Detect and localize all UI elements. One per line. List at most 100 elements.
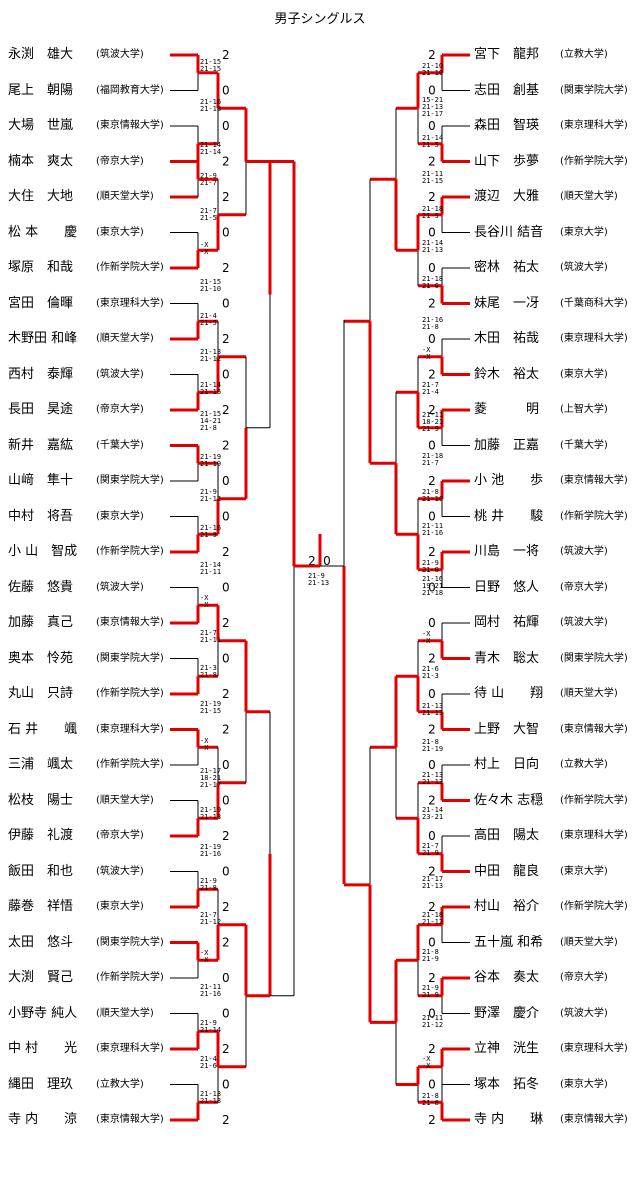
right-player-name: 谷本 奏太: [474, 970, 540, 985]
right-game-score: 21-13: [422, 771, 443, 779]
left-row-score: 0: [222, 865, 230, 879]
left-row-score: 2: [222, 332, 230, 346]
left-player-name: 宮田 倫暉: [8, 295, 74, 311]
page-title: 男子シングルス: [274, 12, 366, 27]
right-game-score: 21-16: [422, 575, 443, 583]
left-game-score: 21-13: [200, 1090, 221, 1098]
right-player-name: 高田 陽太: [474, 828, 540, 843]
right-game-score: 21-11: [422, 170, 443, 178]
right-player-name: 密林 祐太: [474, 260, 540, 275]
right-player-university: (順天堂大学): [560, 936, 618, 948]
right-game-score: 21-19: [422, 745, 443, 753]
left-player-name: 新井 嘉紘: [8, 437, 74, 453]
right-player-name: 五十嵐 和希: [474, 934, 544, 950]
left-game-score: 21-19: [200, 700, 221, 708]
left-game-score: 21-19: [200, 806, 221, 814]
right-row-score: 2: [428, 297, 436, 311]
left-game-score: 21-13: [200, 1097, 221, 1105]
right-game-score: -X: [422, 637, 431, 645]
right-row-score: 2: [428, 865, 436, 879]
left-row-score: 0: [222, 510, 230, 524]
right-game-score: 21-12: [422, 1021, 443, 1029]
left-row-score: 2: [222, 936, 230, 950]
left-game-score: 21-15: [200, 707, 221, 715]
left-game-score: 21-12: [200, 355, 221, 363]
left-game-score: -X: [200, 737, 209, 745]
right-game-score: 21-14: [422, 239, 443, 247]
left-player-name: 中 村 光: [8, 1041, 78, 1056]
right-player-university: (筑波大学): [560, 1007, 608, 1019]
left-game-score: 21-14: [200, 148, 221, 156]
right-player-name: 青木 聡太: [474, 650, 540, 666]
right-player-name: 山下 歩夢: [474, 153, 540, 169]
right-row-score: 0: [428, 936, 436, 950]
right-row-score: 2: [428, 971, 436, 985]
left-game-score: -X: [200, 241, 209, 249]
left-player-name: 伊藤 礼渡: [8, 828, 74, 843]
left-game-score: 21-7: [200, 179, 217, 187]
left-row-score: 2: [222, 829, 230, 843]
right-game-score: 21-14: [422, 134, 443, 142]
right-game-score: 21-7: [422, 459, 439, 467]
right-player-name: 長谷川 結音: [474, 224, 544, 240]
right-game-score: 21-13: [422, 702, 443, 710]
right-row-score: 2: [428, 403, 436, 417]
right-player-name: 森田 智瑛: [474, 118, 540, 133]
left-row-score: 2: [222, 723, 230, 737]
left-row-score: 0: [222, 971, 230, 985]
right-row-score: 2: [428, 723, 436, 737]
left-player-name: 楠本 爽太: [8, 153, 74, 169]
left-game-score: 21-15: [200, 278, 221, 286]
left-game-score: 21-9: [200, 488, 217, 496]
left-game-score: 21-7: [200, 207, 217, 215]
right-row-score: 2: [428, 155, 436, 169]
left-game-score: 21-16: [200, 990, 221, 998]
left-game-score: 21-7: [200, 629, 217, 637]
right-player-name: 桃 井 駿: [474, 508, 544, 524]
left-player-name: 小 山 智成: [8, 544, 78, 559]
left-row-score: 0: [222, 794, 230, 808]
right-game-score: 19-21: [422, 582, 443, 590]
right-game-score: 21-11: [422, 1014, 443, 1022]
left-player-name: 塚原 和哉: [8, 260, 74, 275]
right-game-score: -X: [422, 353, 431, 361]
right-player-name: 小 池 歩: [474, 473, 544, 488]
right-player-university: (作新学院大学): [560, 155, 628, 167]
right-player-university: (関東学院大学): [560, 84, 628, 96]
left-game-score: 21-15: [200, 58, 221, 66]
left-row-score: 2: [222, 155, 230, 169]
right-game-score: 21-5: [422, 141, 439, 149]
right-game-score: 21-9: [422, 849, 439, 857]
right-game-score: 21-9: [422, 425, 439, 433]
right-game-score: 21-4: [422, 388, 439, 396]
right-player-name: 鈴木 裕太: [474, 366, 540, 382]
right-player-name: 木田 祐哉: [474, 331, 540, 346]
right-game-score: 21-17: [422, 110, 443, 118]
right-game-score: 21-18: [422, 275, 443, 283]
left-game-score: 21-16: [200, 850, 221, 858]
right-game-score: -X: [422, 1062, 431, 1070]
left-game-score: 21-14: [200, 1026, 221, 1034]
left-player-name: 永渕 雄大: [8, 47, 74, 62]
left-game-score: 18-21: [200, 774, 221, 782]
right-game-score: 21-8: [422, 1099, 439, 1107]
final-game-score: 21-9: [308, 572, 325, 580]
left-game-score: 21-5: [200, 319, 217, 327]
right-row-score: 2: [428, 368, 436, 382]
left-game-score: 21-4: [200, 312, 217, 320]
right-player-name: 佐々木 志穏: [474, 792, 544, 808]
right-player-university: (東京情報大学): [560, 723, 628, 735]
right-player-university: (作新学院大学): [560, 510, 628, 522]
right-game-score: 21-8: [422, 948, 439, 956]
left-game-score: 21-9: [200, 877, 217, 885]
right-game-score: 21-18: [422, 452, 443, 460]
left-player-university: (立教大学): [96, 1078, 144, 1090]
right-game-score: 21-15: [422, 177, 443, 185]
right-row-score: 0: [428, 1007, 436, 1021]
left-player-university: (帝京大学): [96, 830, 144, 841]
right-game-score: 21-8: [422, 488, 439, 496]
right-player-university: (帝京大学): [560, 972, 608, 983]
left-player-name: 飯田 和也: [8, 863, 74, 879]
right-row-score: 2: [428, 545, 436, 559]
left-player-university: (順天堂大学): [96, 333, 154, 344]
